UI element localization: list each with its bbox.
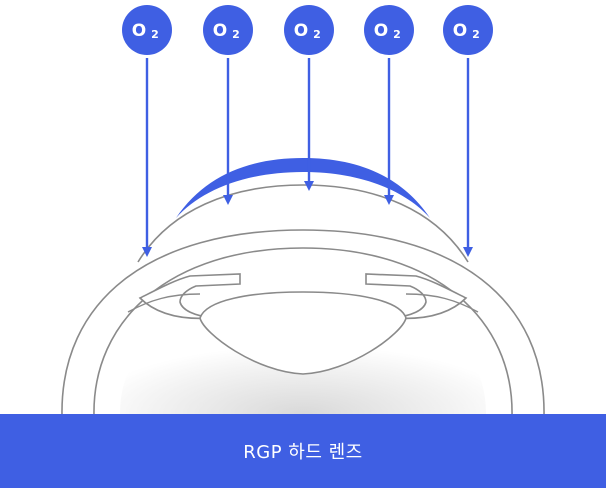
left-iris-structure bbox=[138, 273, 241, 320]
right-iris-structure bbox=[365, 273, 468, 320]
svg-text:O: O bbox=[453, 21, 467, 41]
caption-bar: RGP 하드 렌즈 bbox=[0, 414, 606, 488]
oxygen-marker-4: O 2 bbox=[364, 5, 414, 55]
eyeball-outer-outline bbox=[61, 229, 545, 417]
svg-text:O: O bbox=[213, 21, 227, 41]
svg-text:O: O bbox=[132, 21, 146, 41]
cornea-outline bbox=[137, 184, 469, 263]
svg-text:2: 2 bbox=[232, 28, 240, 41]
caption-text: RGP 하드 렌즈 bbox=[243, 442, 363, 463]
oxygen-marker-1: O 2 bbox=[122, 5, 172, 55]
left-ciliary-line bbox=[127, 293, 201, 313]
svg-text:2: 2 bbox=[313, 28, 321, 41]
svg-text:2: 2 bbox=[151, 28, 159, 41]
oxygen-marker-5: O 2 bbox=[443, 5, 493, 55]
rgp-hard-lens bbox=[176, 158, 430, 218]
svg-text:O: O bbox=[294, 21, 308, 41]
crystalline-lens bbox=[199, 291, 407, 375]
oxygen-arrows bbox=[142, 58, 473, 257]
eyeball-inner-outline bbox=[93, 247, 513, 417]
right-ciliary-line bbox=[405, 293, 479, 313]
svg-text:O: O bbox=[374, 21, 388, 41]
svg-text:2: 2 bbox=[393, 28, 401, 41]
svg-text:2: 2 bbox=[472, 28, 480, 41]
oxygen-marker-3: O 2 bbox=[284, 5, 334, 55]
oxygen-marker-2: O 2 bbox=[203, 5, 253, 55]
